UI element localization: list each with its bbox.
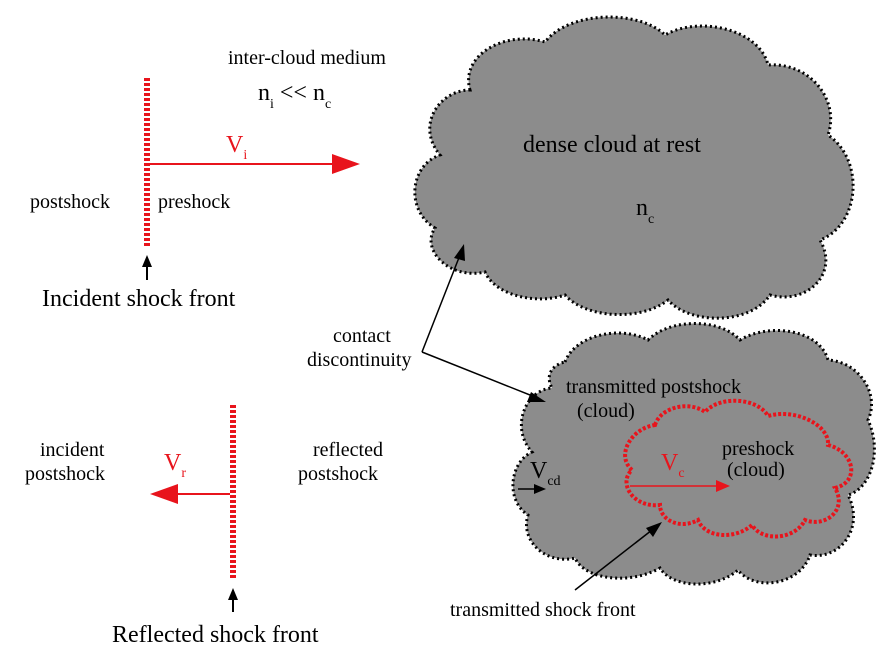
transmitted-postshock-label-1: transmitted postshock	[566, 376, 741, 398]
vcd-label: Vcd	[530, 458, 561, 489]
medium-relation: ni << nc	[258, 80, 331, 112]
contact-arrow-down-head	[527, 392, 546, 402]
preshock-cloud-outline	[623, 398, 854, 539]
reflected-postshock-label-2: postshock	[298, 463, 378, 485]
dense-cloud-shape	[413, 15, 855, 320]
vc-arrow-head	[716, 480, 730, 492]
reflected-postshock-label-1: reflected	[313, 439, 383, 461]
postshock-label: postshock	[30, 191, 110, 213]
vc-label: Vc	[661, 450, 685, 481]
contact-arrow-down	[421, 351, 536, 398]
reflected-front-label: Reflected shock front	[112, 622, 319, 648]
transmitted-front-label: transmitted shock front	[450, 599, 636, 621]
transmitted-postshock-label-2: (cloud)	[577, 400, 635, 422]
incident-front-label: Incident shock front	[42, 286, 236, 312]
vi-label: Vi	[226, 132, 247, 163]
incident-postshock-label-2: postshock	[25, 463, 105, 485]
reflected-front-pointer-head	[228, 588, 238, 600]
preshock-cloud-label-1: preshock	[722, 438, 794, 460]
transmitted-cloud-shape	[511, 322, 876, 586]
preshock-cloud-label-2: (cloud)	[727, 459, 785, 481]
dense-cloud-label: dense cloud at rest	[523, 132, 701, 158]
vi-arrow-head	[332, 154, 360, 174]
contact-label-line1: contact	[333, 325, 391, 347]
vcd-arrow-head	[534, 484, 546, 494]
incident-postshock-label-1: incident	[40, 439, 105, 461]
transmitted-front-pointer	[574, 529, 653, 591]
incident-front-pointer-head	[142, 255, 152, 267]
vr-label: Vr	[164, 450, 186, 481]
contact-arrow-up	[421, 254, 461, 353]
contact-label-line2: discontinuity	[307, 349, 411, 371]
transmitted-front-pointer-head	[646, 522, 662, 537]
medium-title: inter-cloud medium	[228, 47, 386, 69]
nc-label: nc	[636, 195, 654, 227]
contact-arrow-up-head	[454, 244, 465, 261]
preshock-label: preshock	[158, 191, 230, 213]
vr-arrow-head	[150, 484, 178, 504]
